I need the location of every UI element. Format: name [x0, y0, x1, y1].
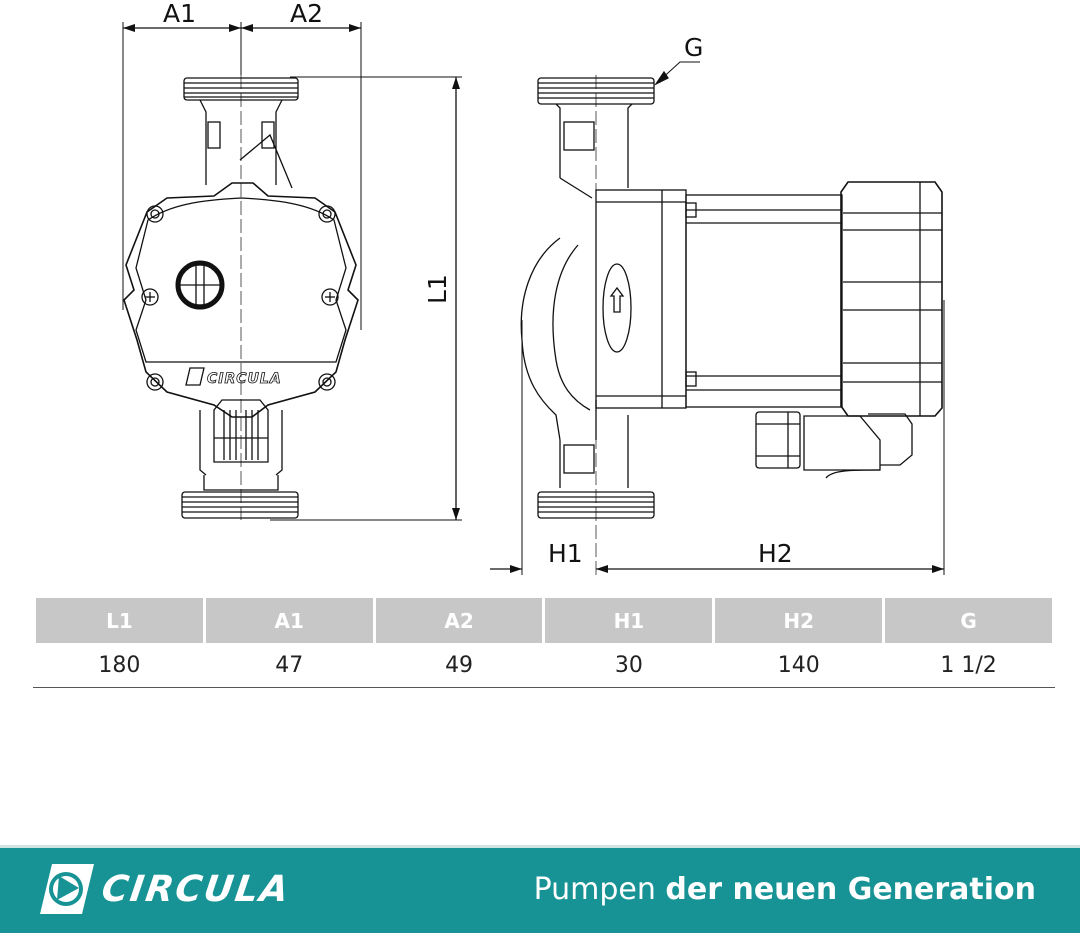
tagline-bold: der neuen Generation — [665, 872, 1036, 907]
value-h1: 30 — [614, 652, 643, 678]
table-row: 180 47 49 30 140 1 1/2 — [36, 643, 1052, 687]
front-bottom-thread — [181, 491, 299, 519]
value-h2: 140 — [777, 652, 820, 678]
front-top-thread — [183, 77, 299, 101]
header-g: G — [885, 598, 1052, 643]
footer-banner: CIRCULA Pumpen der neuen Generation — [0, 845, 1080, 933]
value-a1: 47 — [275, 652, 304, 678]
header-h2: H2 — [715, 598, 883, 643]
speed-selector-knob — [175, 260, 225, 310]
header-a2: A2 — [375, 598, 543, 643]
housing-logo: CIRCULA — [185, 367, 282, 387]
dim-label-a1: A1 — [163, 0, 196, 28]
header-h1: H1 — [545, 598, 713, 643]
housing-logo-text: CIRCULA — [207, 371, 282, 387]
dim-label-g: G — [684, 33, 703, 62]
side-view — [490, 61, 945, 575]
housing-bolts — [141, 205, 339, 391]
header-a1: A1 — [205, 598, 373, 643]
table-divider — [33, 687, 1055, 688]
dim-label-h1: H1 — [548, 539, 583, 568]
dimensions-table: L1 A1 A2 H1 H2 G 180 47 49 30 140 1 1/2 — [33, 598, 1055, 687]
dim-label-h2: H2 — [758, 539, 793, 568]
value-g: 1 1/2 — [940, 652, 997, 678]
motor-rear-cap — [840, 181, 943, 417]
value-l1: 180 — [98, 652, 141, 678]
brand-logo: CIRCULA — [40, 864, 293, 914]
flow-arrow-icon — [609, 286, 625, 313]
circula-logo-icon — [40, 864, 94, 914]
header-l1: L1 — [36, 598, 203, 643]
technical-drawing: CIRCULA A1 A2 L1 — [122, 0, 945, 575]
dim-label-l1: L1 — [423, 274, 452, 304]
value-a2: 49 — [445, 652, 474, 678]
brand-name: CIRCULA — [99, 868, 293, 910]
flow-direction-window — [602, 263, 632, 353]
tagline: Pumpen der neuen Generation — [534, 872, 1036, 907]
dim-label-a2: A2 — [290, 0, 323, 28]
table-header-row: L1 A1 A2 H1 H2 G — [36, 598, 1052, 643]
front-view: CIRCULA — [122, 22, 462, 521]
tagline-light: Pumpen — [533, 872, 666, 907]
